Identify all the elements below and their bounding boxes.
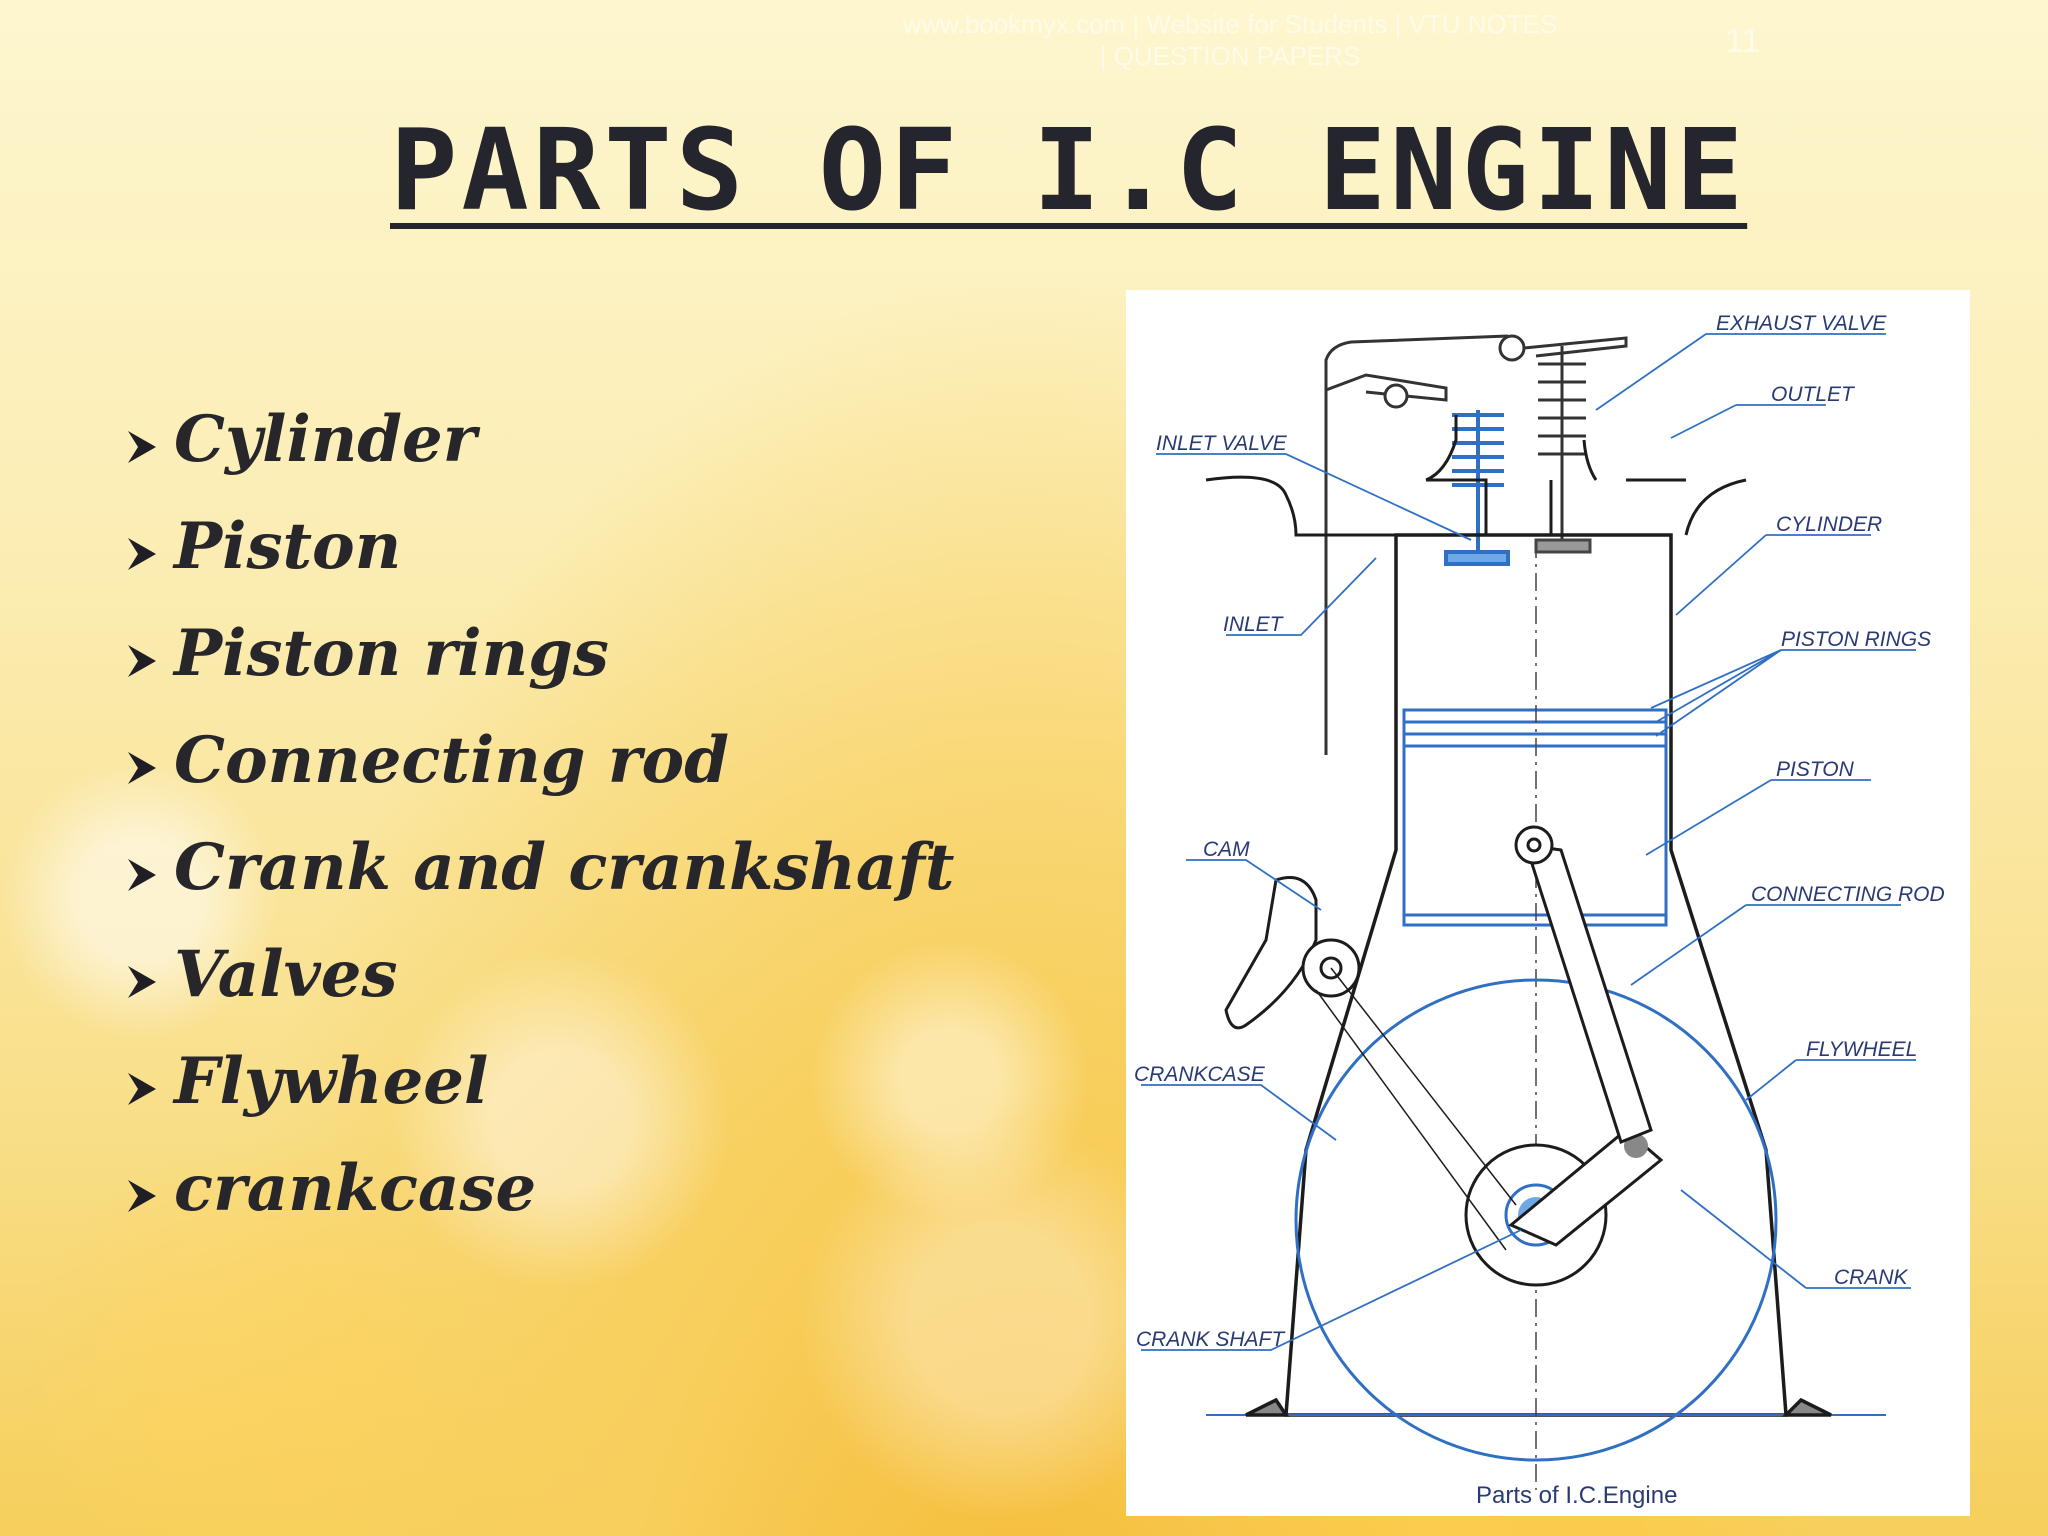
rocker-arm <box>1324 334 1628 755</box>
arrow-bullet-icon <box>126 836 174 911</box>
engine-diagram-drawing: EXHAUST VALVE OUTLET INLET VALVE CYLINDE… <box>1134 312 1945 1509</box>
page-number: 11 <box>1725 22 1761 60</box>
list-item-label: Cylinder <box>174 402 477 477</box>
list-item-label: Flywheel <box>174 1044 489 1119</box>
header-watermark: www.bookmyx.com | Website for Students |… <box>790 8 1670 72</box>
arrow-bullet-icon <box>126 1157 174 1232</box>
label-exhaust-valve: EXHAUST VALVE <box>1716 312 1887 335</box>
list-item: Crank and crankshaft <box>126 830 954 937</box>
label-outlet: OUTLET <box>1771 383 1856 406</box>
header-watermark-line1: www.bookmyx.com | Website for Students |… <box>902 9 1558 39</box>
list-item: crankcase <box>126 1151 954 1258</box>
list-item: Flywheel <box>126 1044 954 1151</box>
exhaust-valve-spring <box>1534 346 1592 554</box>
list-item: Cylinder <box>126 402 954 509</box>
list-item: Connecting rod <box>126 723 954 830</box>
cam <box>1224 876 1517 1251</box>
label-flywheel: FLYWHEEL <box>1806 1038 1917 1061</box>
label-piston-rings: PISTON RINGS <box>1781 628 1931 651</box>
cylinder <box>1206 533 1886 1417</box>
arrow-bullet-icon <box>126 408 174 483</box>
parts-list: Cylinder Piston Piston rings Connecting … <box>126 402 954 1258</box>
arrow-bullet-icon <box>126 622 174 697</box>
arrow-bullet-icon <box>126 1050 174 1125</box>
list-item-label: crankcase <box>174 1151 537 1226</box>
arrow-bullet-icon <box>126 515 174 590</box>
list-item-label: Piston rings <box>174 616 609 691</box>
label-cylinder: CYLINDER <box>1776 513 1882 536</box>
label-crankcase: CRANKCASE <box>1134 1063 1266 1086</box>
label-crank: CRANK <box>1834 1266 1909 1289</box>
label-piston: PISTON <box>1776 758 1855 781</box>
label-connecting-rod: CONNECTING ROD <box>1751 883 1945 906</box>
label-inlet-valve: INLET VALVE <box>1156 432 1288 455</box>
engine-diagram: EXHAUST VALVE OUTLET INLET VALVE CYLINDE… <box>1126 290 1970 1516</box>
list-item-label: Connecting rod <box>174 723 729 798</box>
slide-title: PARTS OF I.C ENGINE <box>390 106 1748 236</box>
leader-lines <box>1141 333 1916 1351</box>
arrow-bullet-icon <box>126 729 174 804</box>
arrow-bullet-icon <box>126 943 174 1018</box>
connecting-rod <box>1514 825 1653 1144</box>
header-watermark-line2: | QUESTION PAPERS <box>1099 41 1361 71</box>
label-cam: CAM <box>1203 838 1250 861</box>
crank <box>1464 1128 1664 1287</box>
flywheel <box>1294 978 1778 1462</box>
list-item: Piston <box>126 509 954 616</box>
diagram-caption: Parts of I.C.Engine <box>1476 1482 1677 1509</box>
cylinder-head <box>1205 415 1747 537</box>
piston <box>1402 708 1668 927</box>
list-item-label: Crank and crankshaft <box>174 830 955 905</box>
list-item: Valves <box>126 937 954 1044</box>
list-item-label: Piston <box>174 509 402 584</box>
inlet-valve-spring <box>1444 410 1510 566</box>
list-item-label: Valves <box>174 937 398 1012</box>
list-item: Piston rings <box>126 616 954 723</box>
label-inlet: INLET <box>1223 613 1285 636</box>
label-crank-shaft: CRANK SHAFT <box>1136 1328 1286 1351</box>
